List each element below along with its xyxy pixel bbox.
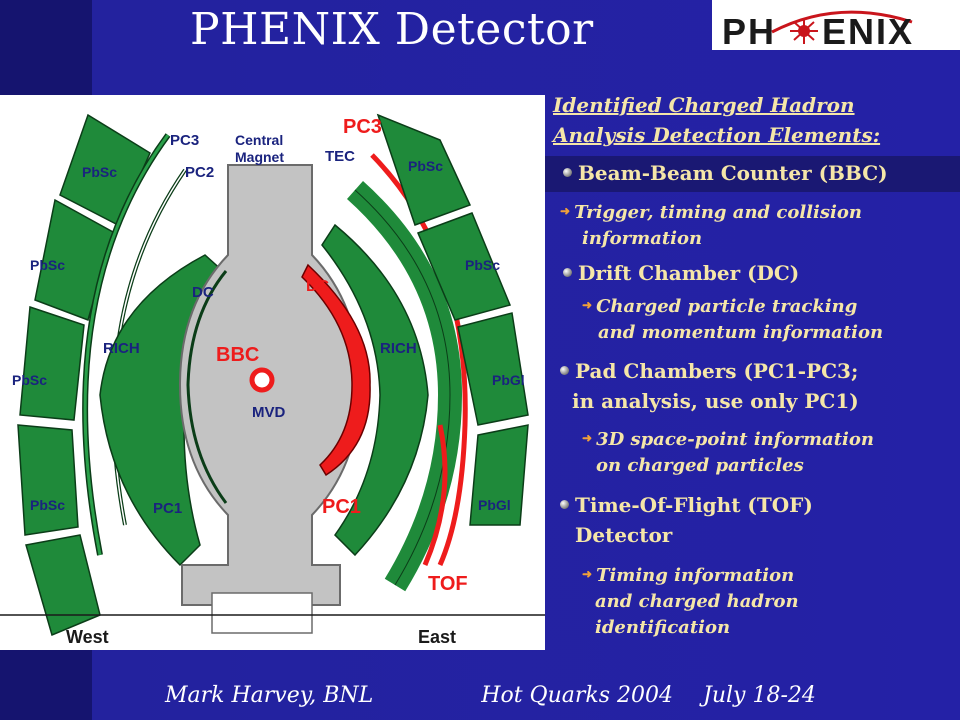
slide-title: PHENIX Detector [190, 4, 594, 55]
label-pc1-right: PC1 [322, 496, 361, 518]
svg-text:PH: PH [722, 11, 776, 50]
label-central-magnet-1: Central [235, 132, 283, 148]
pbgl-sector-right-1 [457, 312, 529, 426]
label-dc-left: DC [192, 284, 214, 301]
bullet-dot-icon [563, 268, 572, 277]
phenix-logo-graphic: PH ENIX [722, 10, 914, 52]
bbc-highlight-bar [545, 156, 960, 192]
pbsc-sector-left-4 [17, 424, 79, 536]
label-bbc: BBC [216, 344, 259, 366]
item-tof-title: Time-Of-Flight (TOF) Detector [560, 490, 813, 550]
bbc-marker [249, 367, 275, 393]
pbsc-sector-left-3 [19, 305, 85, 421]
pbsc-sector-right-1 [376, 113, 472, 226]
item-dc-title: Drift Chamber (DC) [563, 258, 799, 288]
item-dc-sub: ➜Charged particle tracking and momentum … [582, 294, 883, 346]
detector-cross-section: PC3 PC2 Central Magnet PC3 TEC PbSc PbSc… [0, 113, 545, 647]
label-pc1-left: PC1 [153, 500, 182, 517]
pbgl-sector-right-2 [469, 424, 529, 526]
label-tec: TEC [325, 148, 355, 165]
item-pc-sub: ➜3D space-point information on charged p… [582, 427, 874, 479]
label-pbsc-6: PbSc [465, 257, 500, 273]
pbsc-sector-right-2 [417, 212, 512, 321]
arrow-bullet-icon: ➜ [582, 298, 593, 312]
item-bbc-title: Beam-Beam Counter (BBC) [563, 158, 888, 188]
footer-event: Hot Quarks 2004 [481, 683, 673, 708]
bullet-dot-icon [560, 500, 569, 509]
phenix-logo: PH ENIX [712, 0, 960, 52]
arrow-bullet-icon: ➜ [560, 204, 571, 218]
label-pbsc-3: PbSc [12, 372, 47, 388]
svg-text:ENIX: ENIX [822, 11, 914, 50]
bullet-dot-icon [560, 366, 569, 375]
label-rich-right: RICH [380, 340, 417, 357]
label-pbsc-1: PbSc [82, 164, 117, 180]
rich-right [321, 223, 429, 557]
pbsc-sector-left-2 [34, 198, 114, 321]
label-pc2-left: PC2 [185, 164, 214, 181]
label-west: West [66, 627, 109, 647]
label-pc3-right: PC3 [343, 116, 382, 138]
item-bbc-sub: ➜Trigger, timing and collision informati… [560, 200, 862, 252]
label-mvd: MVD [252, 404, 286, 421]
label-pbgl-1: PbGl [492, 372, 525, 388]
bullet-dot-icon [563, 168, 572, 177]
logo-sun-icon [790, 18, 818, 44]
label-pbsc-4: PbSc [30, 497, 65, 513]
label-rich-left: RICH [103, 340, 140, 357]
label-east: East [418, 627, 456, 647]
label-dc-right: DC [306, 278, 330, 295]
panel-heading: Identified Charged Hadron Analysis Detec… [553, 90, 880, 150]
item-pc-title: Pad Chambers (PC1-PC3; in analysis, use … [560, 356, 859, 416]
label-pbgl-2: PbGl [478, 497, 511, 513]
pbsc-sector-left-5 [25, 534, 101, 637]
drift-chamber-right [301, 263, 371, 477]
arrow-bullet-icon: ➜ [582, 567, 593, 581]
panel-heading-line-2: Analysis Detection Elements: [553, 123, 881, 147]
phenix-detector-diagram: PC3 PC2 Central Magnet PC3 TEC PbSc PbSc… [0, 95, 545, 650]
label-central-magnet-2: Magnet [235, 149, 284, 165]
label-pbsc-2: PbSc [30, 257, 65, 273]
slide-footer: Mark Harvey, BNL Hot Quarks 2004 July 18-2… [165, 683, 816, 708]
item-tof-sub: ➜Timing information and charged hadron i… [582, 563, 799, 641]
panel-heading-line-1: Identified Charged Hadron [553, 93, 855, 117]
footer-author: Mark Harvey, BNL [165, 683, 374, 708]
footer-dates: July 18-24 [703, 683, 816, 708]
label-tof: TOF [428, 573, 468, 595]
label-pc3-left: PC3 [170, 132, 199, 149]
label-pbsc-5: PbSc [408, 158, 443, 174]
arrow-bullet-icon: ➜ [582, 431, 593, 445]
